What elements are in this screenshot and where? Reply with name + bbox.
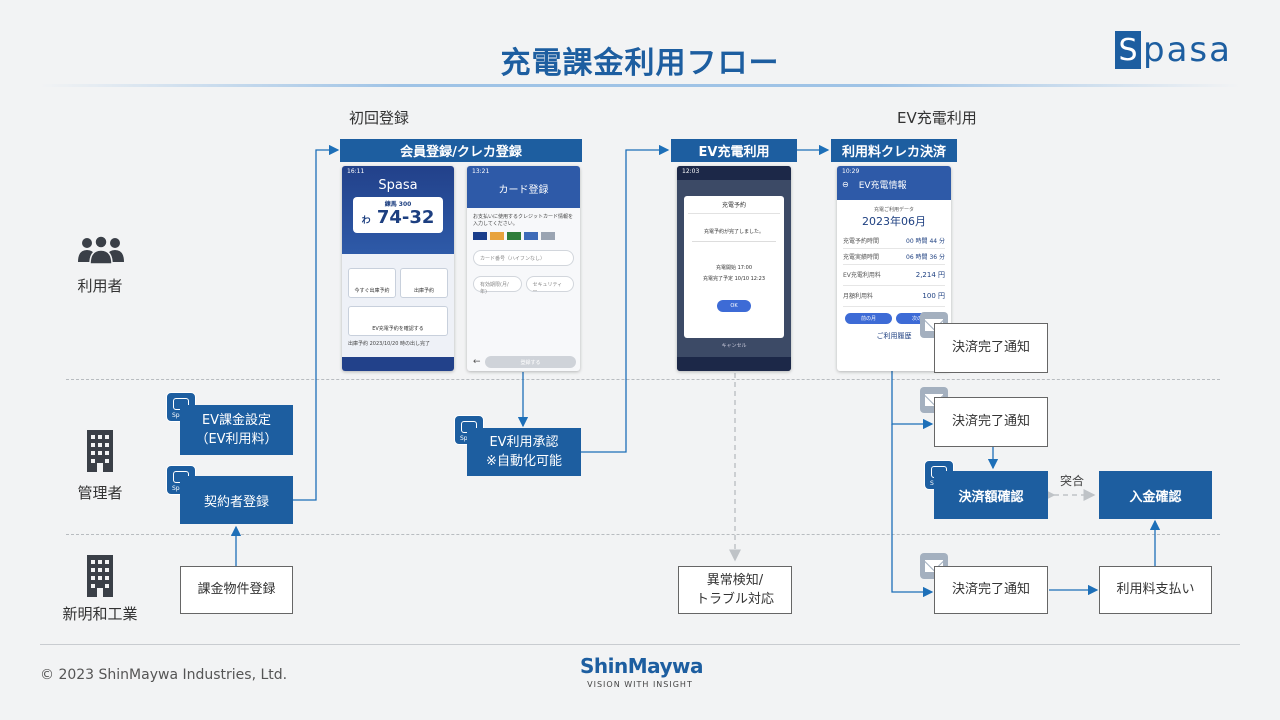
ev-charging-use-box: EV充電利用: [671, 139, 797, 162]
lane-separator: [66, 379, 1220, 380]
card-submit-button[interactable]: 登録する: [485, 356, 576, 368]
payment-complete-notice-2: 決済完了通知: [934, 397, 1048, 447]
spasa-logo: S pasa: [1115, 30, 1232, 70]
phone-home-screen: 16:11 Spasa 練馬 300 わ 74-32 今すぐ出庫予約 出庫予約 …: [342, 166, 454, 371]
section-initial-registration: 初回登録: [349, 109, 410, 127]
actor-manager: 管理者: [77, 484, 123, 502]
building-icon: [87, 430, 113, 472]
lane-separator: [66, 534, 1220, 535]
brand-name: ShinMaywa: [580, 654, 704, 678]
ev-reserve-button[interactable]: EV充電予約を確認する: [348, 306, 448, 336]
logo-text: pasa: [1143, 30, 1232, 70]
deposit-check-box: 入金確認: [1099, 471, 1212, 519]
arrow-to-notify-3: [891, 424, 934, 598]
reconcile-label: 突合: [1060, 474, 1085, 488]
ev-fee-setting-box: EV課金設定 （EV利用料）: [180, 405, 293, 455]
footer-divider: [40, 644, 1240, 645]
reserve-now-button[interactable]: 今すぐ出庫予約: [348, 268, 396, 298]
phone-footer-text: 出庫予約 2023/10/20 時の出し完了: [348, 341, 430, 347]
phone-tab-bar: [342, 357, 454, 371]
arrow-contract-to-register: [293, 144, 340, 501]
fee-card-payment-box: 利用料クレカ決済: [831, 139, 957, 162]
month-display: 2023年06月: [862, 215, 926, 228]
dialog-title: 充電予約: [688, 200, 780, 214]
prev-month-button[interactable]: 前の月: [845, 313, 892, 324]
actor-company: 新明和工業: [62, 605, 138, 623]
page-title: 充電課金利用フロー: [500, 46, 780, 81]
expiry-field[interactable]: 有効期限(月/年): [473, 276, 522, 295]
card-brand-logos: [467, 230, 580, 242]
phone-brand: Spasa: [378, 178, 418, 193]
payment-amount-check-box: 決済額確認: [934, 471, 1048, 519]
logo-letter: S: [1115, 31, 1141, 69]
cancel-link[interactable]: キャンセル: [721, 343, 747, 349]
title-underline: [40, 84, 1240, 87]
phone-time: 16:11: [347, 168, 365, 175]
ev-approval-box: EV利用承認 ※自動化可能: [467, 428, 581, 476]
brand-tagline: VISION WITH INSIGHT: [587, 680, 693, 689]
shinmaywa-logo: ShinMaywa VISION WITH INSIGHT: [580, 654, 704, 689]
billing-property-registration-box: 課金物件登録: [180, 566, 293, 614]
next-month-button[interactable]: 次の月: [896, 313, 943, 324]
back-circle-icon[interactable]: ⊖: [842, 180, 849, 189]
card-number-field[interactable]: カード番号（ハイフンなし）: [473, 250, 574, 266]
users-icon: [78, 235, 124, 265]
copyright: © 2023 ShinMaywa Industries, Ltd.: [40, 667, 288, 683]
dialog-ok-button[interactable]: OK: [717, 300, 751, 312]
phone-card-registration: 13:21 カード登録 お支払いに使用するクレジットカード情報を入力してください…: [467, 166, 580, 371]
arrow-approval-to-charging: [581, 144, 670, 453]
phone-charge-reservation: 12:03 充電予約 充電予約が完了しました。 充電開始 17:00 充電完了予…: [677, 166, 791, 371]
payment-complete-notice-1: 決済完了通知: [934, 323, 1048, 373]
payment-complete-notice-3: 決済完了通知: [934, 566, 1048, 614]
section-ev-charging: EV充電利用: [897, 109, 977, 127]
fee-payment-box: 利用料支払い: [1099, 566, 1212, 614]
reservation-dialog: 充電予約 充電予約が完了しました。 充電開始 17:00 充電完了予定 10/1…: [684, 196, 784, 338]
contractor-registration-box: 契約者登録: [180, 476, 293, 524]
reserve-button[interactable]: 出庫予約: [400, 268, 448, 298]
phone-tab-bar: [677, 357, 791, 371]
usage-history-link[interactable]: ご利用履歴: [876, 332, 912, 340]
back-arrow-icon[interactable]: ←: [473, 357, 481, 367]
actor-user: 利用者: [77, 277, 123, 295]
cvc-field[interactable]: セキュリティー: [525, 276, 574, 295]
ev-info-title: EV充電情報: [858, 181, 907, 191]
company-building-icon: [87, 555, 113, 597]
license-plate: 練馬 300 わ 74-32: [353, 197, 443, 233]
card-screen-title: カード登録: [498, 185, 549, 196]
anomaly-handling-box: 異常検知/ トラブル対応: [678, 566, 792, 614]
member-registration-box: 会員登録/クレカ登録: [340, 139, 582, 162]
